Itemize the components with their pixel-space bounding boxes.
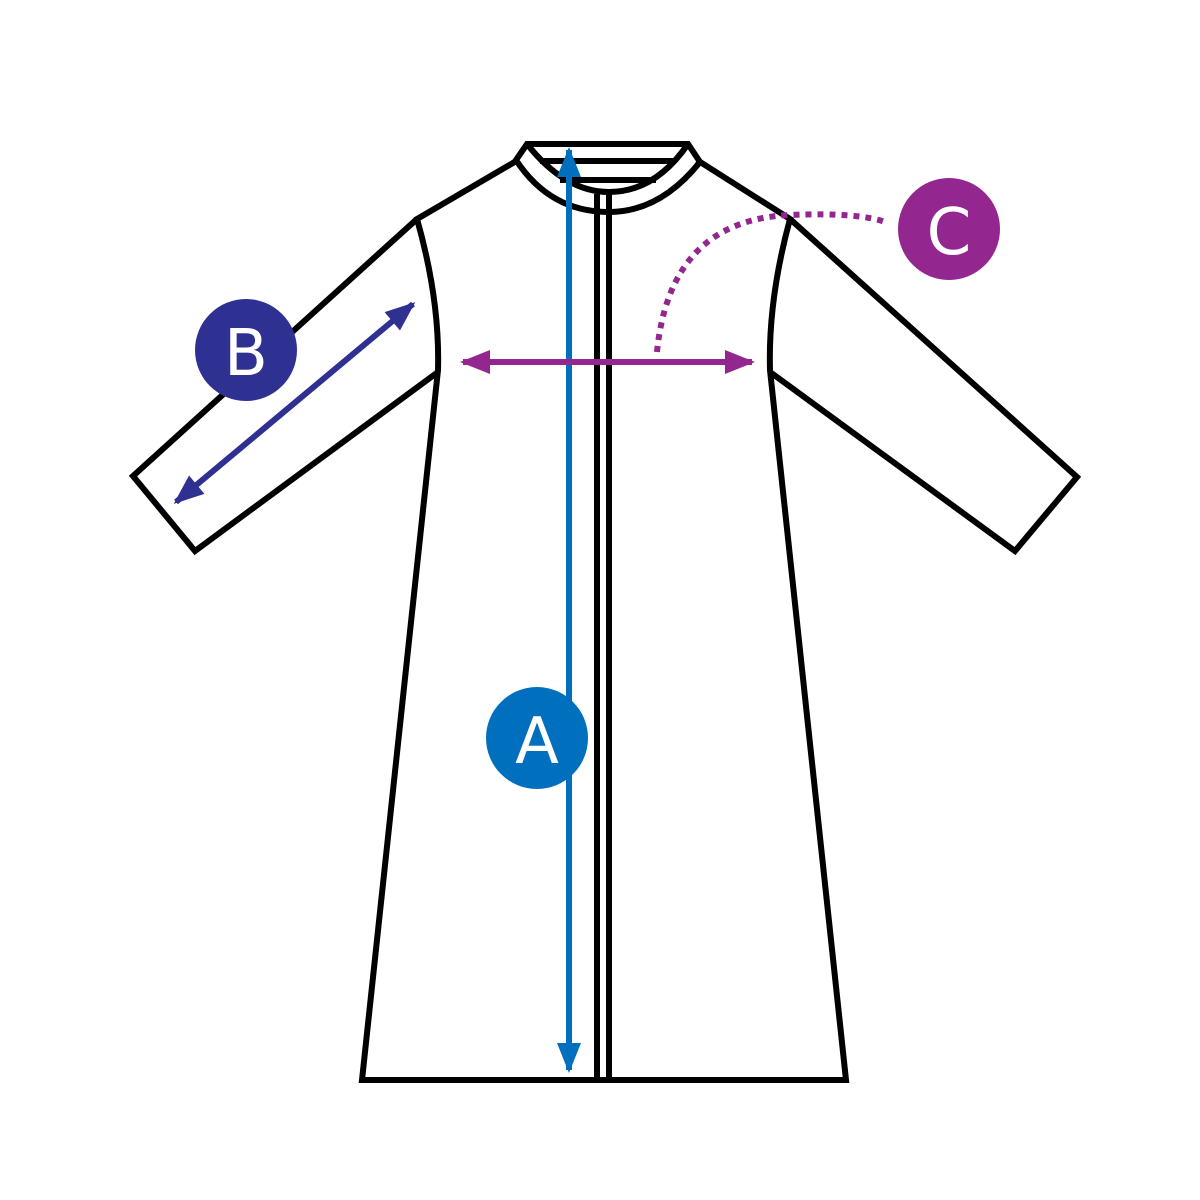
sleeve-arrow-b — [173, 301, 416, 505]
badge-a: A — [486, 687, 588, 789]
garment-outline — [128, 141, 1082, 1083]
collar-inner — [524, 142, 691, 196]
badge-c: C — [898, 178, 1000, 280]
badge-b-label: B — [224, 317, 268, 391]
right-sleeve — [768, 216, 1082, 556]
badge-c-label: C — [927, 196, 972, 270]
badge-a-label: A — [515, 705, 559, 779]
chest-callout-dotted-line — [654, 211, 890, 353]
body-outline — [358, 157, 850, 1083]
badge-b: B — [195, 299, 297, 401]
